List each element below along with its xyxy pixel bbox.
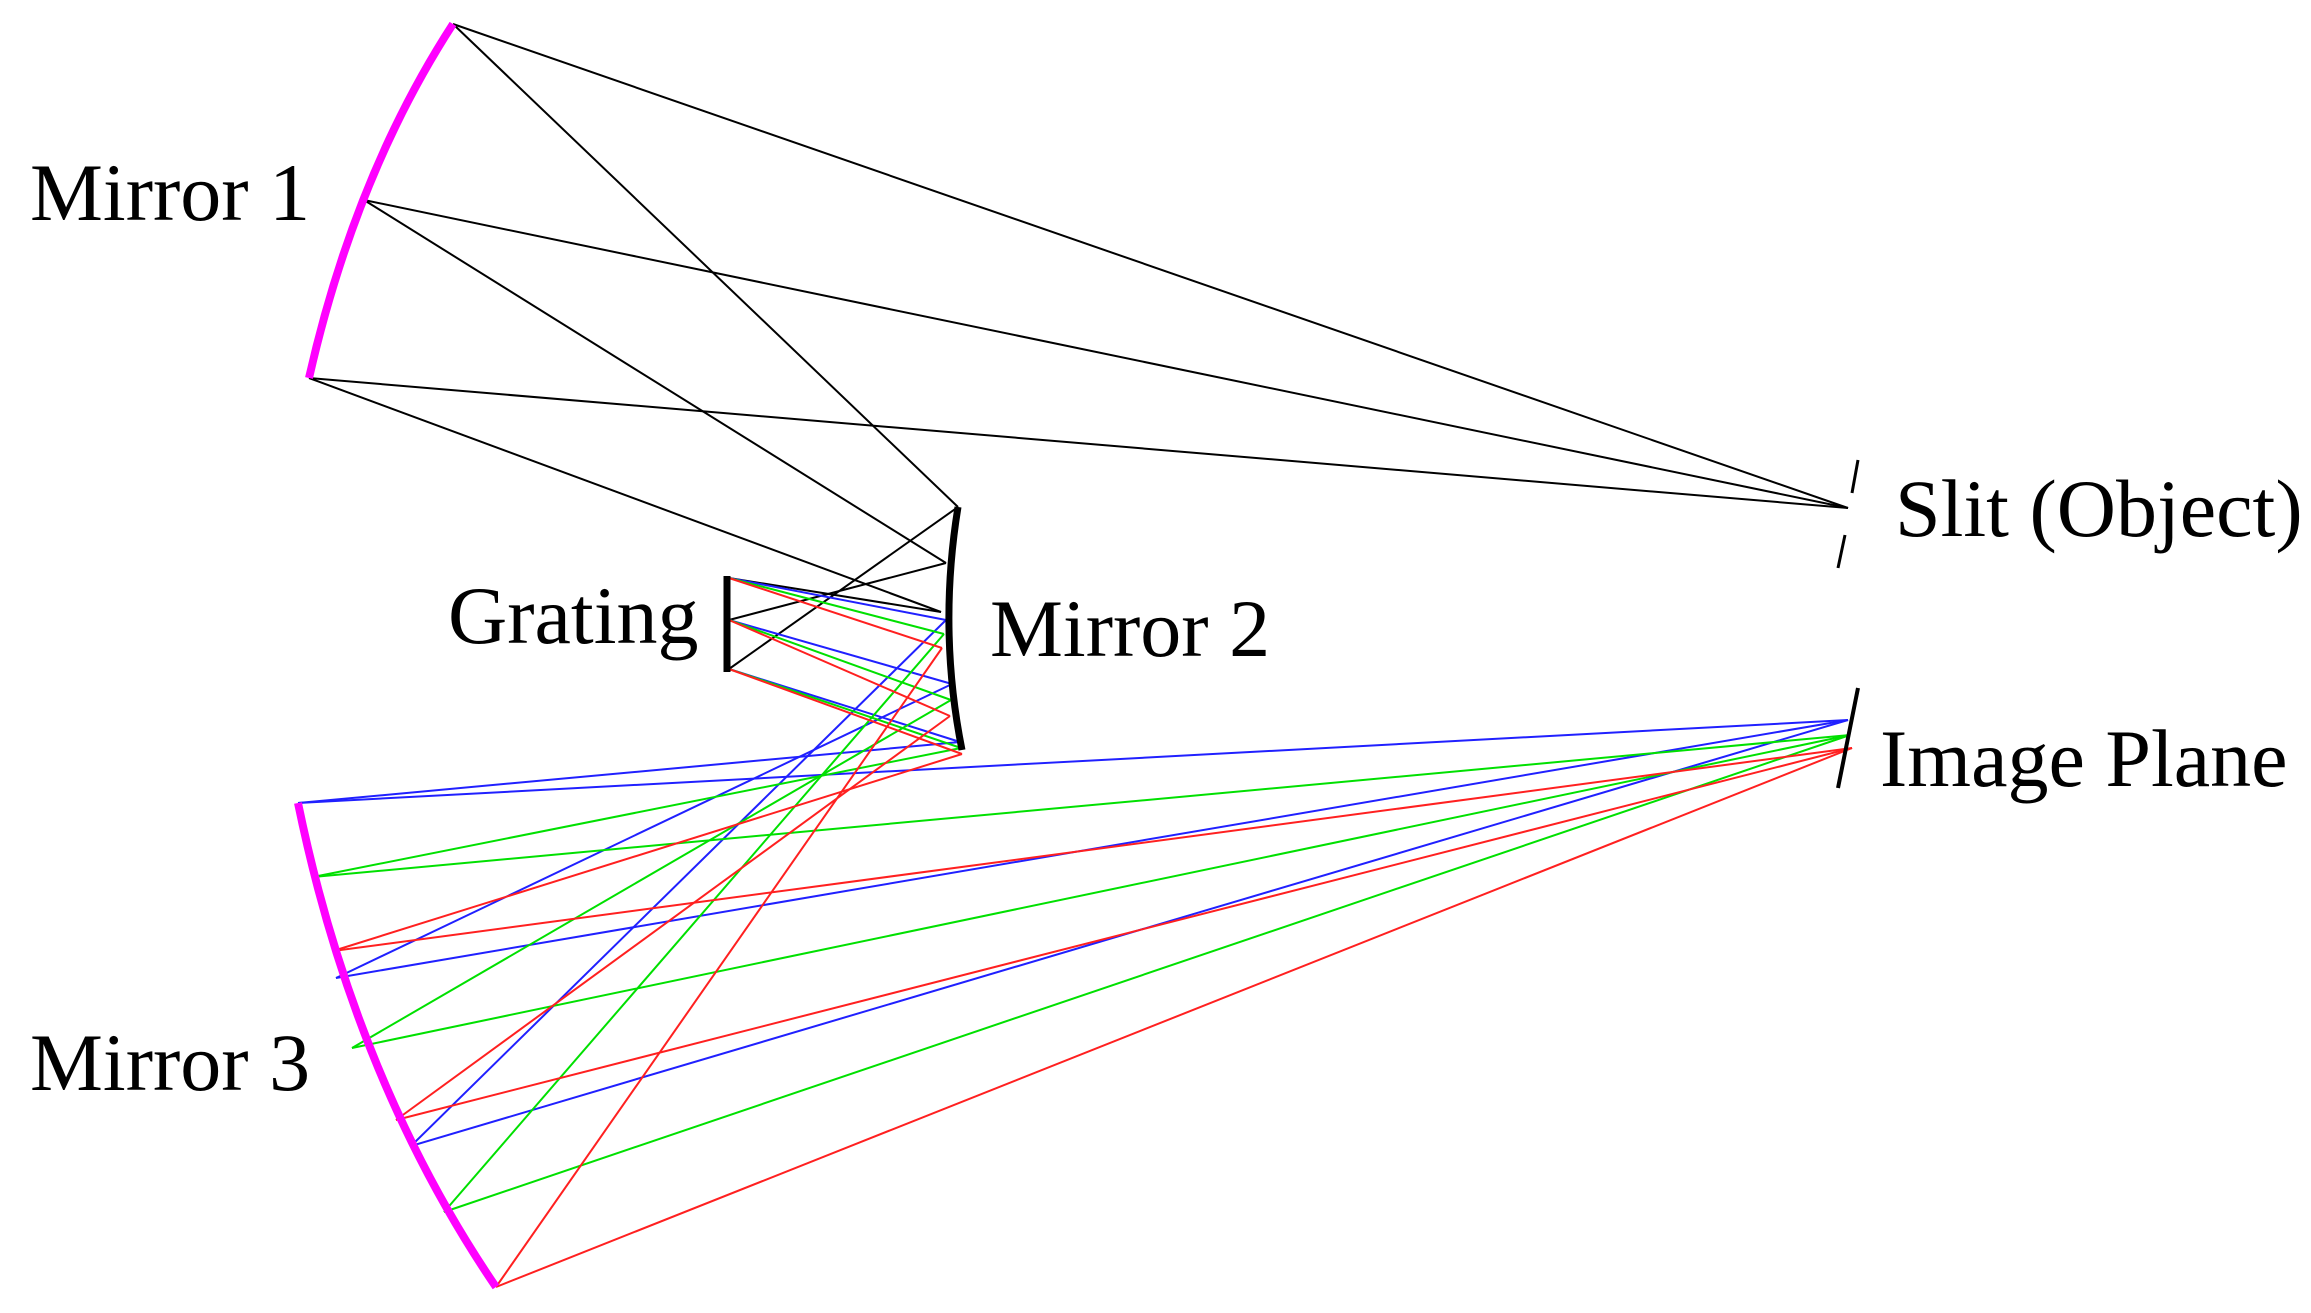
input-ray-slit-to-mirror1 <box>452 23 1849 509</box>
image-plane-line <box>1836 687 1860 789</box>
mirror-1-label: Mirror 1 <box>30 147 311 238</box>
input-ray-mirror1-to-mirror2 <box>363 199 947 564</box>
input-ray-mirror2-to-grating <box>728 562 947 621</box>
mirror-3-curve <box>294 802 500 1290</box>
mirror-2-curve <box>945 506 966 751</box>
green-ray-mirror2-to-mirror3 <box>351 699 952 1049</box>
mirror-1-curve <box>305 21 457 379</box>
red-ray-mirror2-to-mirror3 <box>495 647 943 1288</box>
grating-label: Grating <box>448 570 699 661</box>
slit-lower-jaw <box>1836 534 1847 569</box>
optical-elements <box>294 21 1860 1290</box>
input-ray-mirror1-to-mirror2 <box>308 377 942 613</box>
red-ray-mirror2-to-mirror3 <box>395 715 951 1121</box>
blue-ray-grating-to-mirror2 <box>728 619 953 685</box>
mirror-3-label: Mirror 3 <box>30 1017 311 1108</box>
input-ray-slit-to-mirror1 <box>308 377 1849 509</box>
green-ray-grating-to-mirror2 <box>728 619 952 701</box>
red-ray-mirror3-to-image-plane <box>395 747 1853 1121</box>
red-ray-mirror3-to-image-plane <box>332 747 1853 952</box>
green-ray-mirror3-to-image-plane <box>312 734 1851 878</box>
mirror-2-label: Mirror 2 <box>990 583 1271 674</box>
image-plane-label: Image Plane <box>1880 713 2288 804</box>
input-ray-slit-to-mirror1 <box>363 199 1849 509</box>
blue-ray-mirror2-to-mirror3 <box>297 741 961 804</box>
blue-ray-mirror2-to-mirror3 <box>410 619 947 1147</box>
green-ray-grating-to-mirror2 <box>728 577 945 635</box>
red-ray-mirror3-to-image-plane <box>495 747 1853 1288</box>
input-ray-mirror2-to-grating <box>728 577 942 613</box>
slit-upper-jaw <box>1850 459 1860 494</box>
red-ray-mirror2-to-mirror3 <box>332 753 963 952</box>
blue-ray-grating-to-mirror2 <box>728 577 947 621</box>
blue-ray-mirror2-to-mirror3 <box>335 683 953 979</box>
red-ray-grating-to-mirror2 <box>728 577 943 649</box>
slit-object-label: Slit (Object) <box>1895 463 2303 554</box>
green-ray-mirror3-to-image-plane <box>351 734 1851 1049</box>
blue-ray-mirror3-to-image-plane <box>297 719 1849 804</box>
input-ray-mirror2-to-grating <box>728 506 959 670</box>
ray-traces <box>297 23 1853 1288</box>
input-ray-mirror1-to-mirror2 <box>452 23 959 508</box>
green-ray-mirror2-to-mirror3 <box>312 747 962 878</box>
green-ray-mirror3-to-image-plane <box>443 734 1851 1213</box>
red-ray-grating-to-mirror2 <box>728 619 951 717</box>
red-ray-grating-to-mirror2 <box>728 668 963 755</box>
green-ray-mirror2-to-mirror3 <box>443 633 945 1213</box>
